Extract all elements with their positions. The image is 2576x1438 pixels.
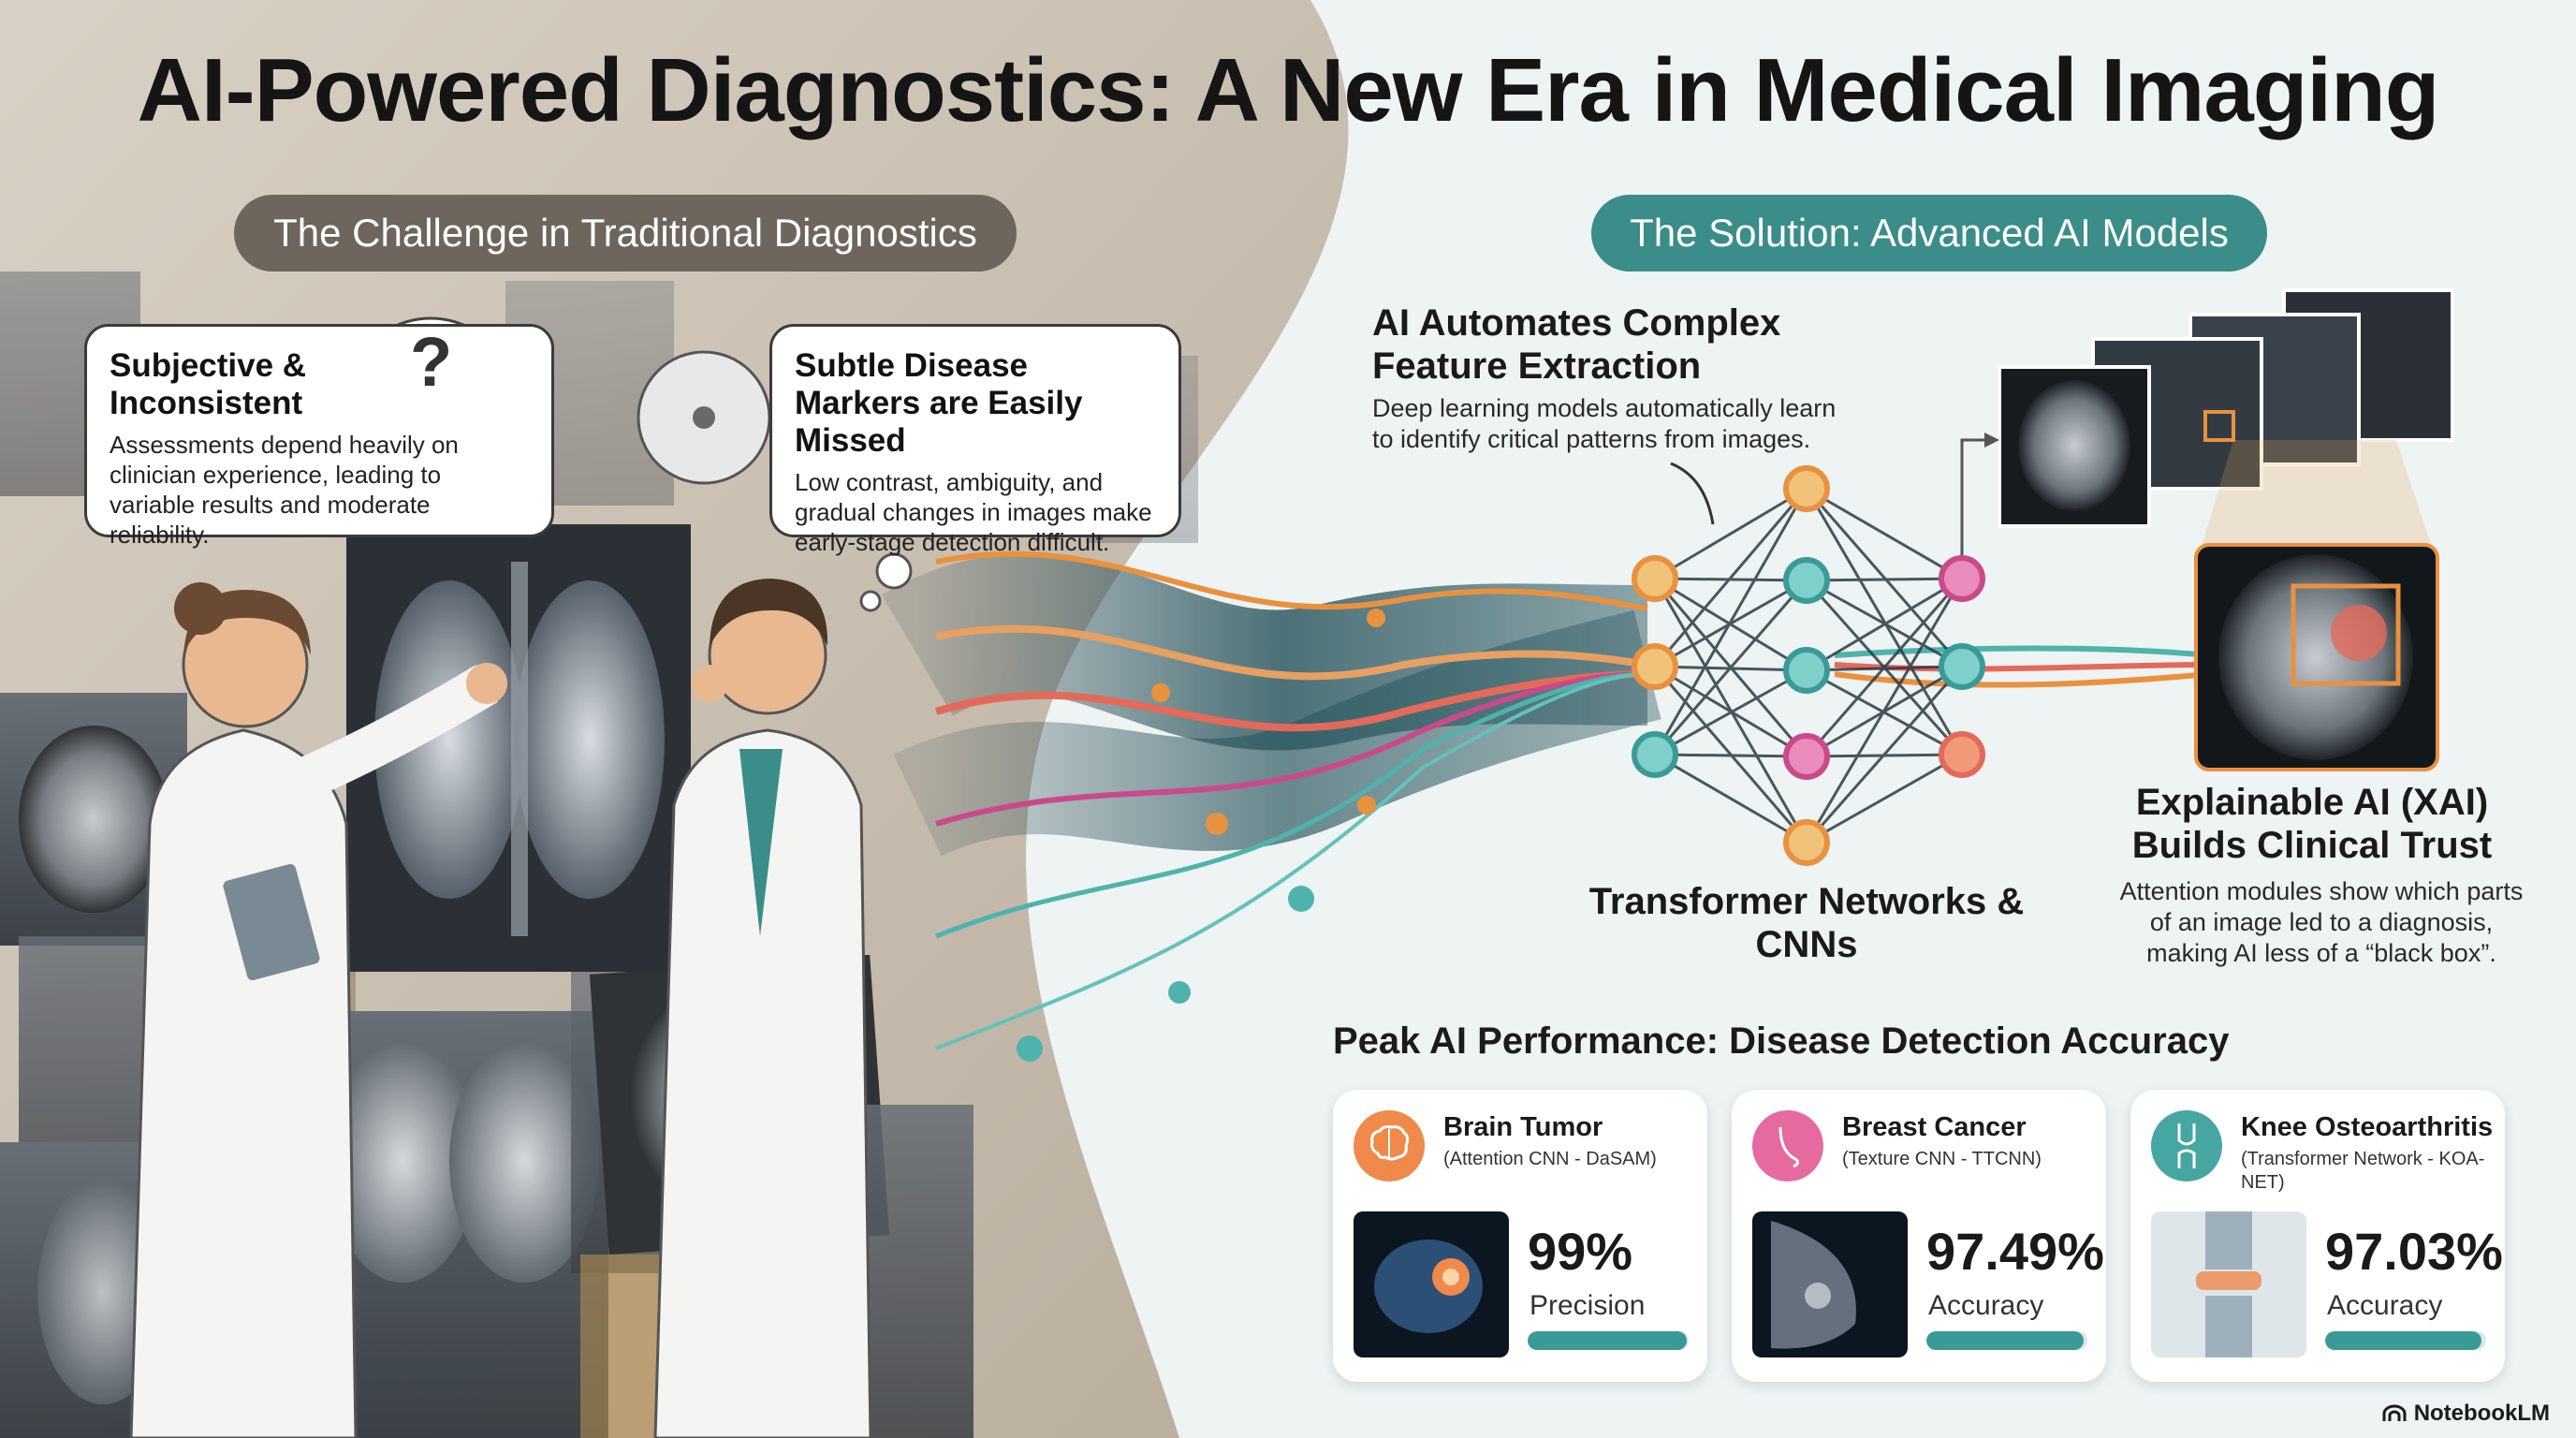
card-value: 99%	[1528, 1222, 1633, 1281]
card-model: (Attention CNN - DaSAM)	[1443, 1149, 1657, 1169]
card-brain-tumor: Brain Tumor (Attention CNN - DaSAM) 99% …	[1333, 1090, 1707, 1382]
card-progress-fill	[2325, 1331, 2481, 1350]
xai-body: Attention modules show which parts of an…	[2119, 877, 2524, 967]
performance-title: Peak AI Performance: Disease Detection A…	[1333, 1020, 2230, 1062]
knee-xray-thumbnail	[2151, 1211, 2306, 1357]
card-title: Knee Osteoarthritis	[2241, 1112, 2494, 1142]
brain-icon	[1354, 1110, 1425, 1181]
brand-name: NotebookLM	[2413, 1401, 2550, 1426]
card-metric: Accuracy	[2327, 1290, 2443, 1321]
card-value: 97.03%	[2325, 1222, 2503, 1281]
notebooklm-logo-icon	[2382, 1404, 2407, 1421]
card-progress-track	[1528, 1331, 1689, 1350]
solution-heading-pill: The Solution: Advanced AI Models	[1591, 195, 2267, 271]
neural-network-nodes	[1632, 465, 1985, 866]
challenge-heading-pill: The Challenge in Traditional Diagnostics	[234, 195, 1017, 271]
card-title: Breast Cancer	[1842, 1112, 2027, 1142]
card-model: (Transformer Network - KOA-NET)	[2241, 1149, 2485, 1193]
card-progress-track	[1926, 1331, 2087, 1350]
doctor-female-illustration	[129, 582, 507, 1438]
card-metric: Precision	[1530, 1290, 1646, 1321]
card-value: 97.49%	[1926, 1222, 2104, 1281]
bubble-body: Low contrast, ambiguity, and gradual cha…	[795, 468, 1152, 556]
network-label: Transformer Networks & CNNs	[1588, 881, 2025, 965]
automates-body: Deep learning models automatically learn…	[1372, 394, 1837, 453]
xai-title: Explainable AI (XAI) Builds Clinical Tru…	[2131, 782, 2493, 866]
breast-icon	[1752, 1110, 1823, 1181]
question-mark-icon: ?	[410, 323, 453, 401]
knee-icon	[2151, 1110, 2222, 1181]
data-stream	[882, 550, 2210, 1050]
neural-network-edges	[1653, 487, 1964, 844]
card-metric: Accuracy	[1928, 1290, 2044, 1321]
page-title: AI-Powered Diagnostics: A New Era in Med…	[137, 40, 2440, 140]
card-progress-fill	[1926, 1331, 2084, 1350]
brain-scan-thumbnail	[1354, 1211, 1509, 1357]
bubble-title: Subjective & Inconsistent	[110, 347, 307, 421]
doctor-male-illustration	[653, 579, 872, 1438]
automates-title: AI Automates Complex Feature Extraction	[1372, 302, 1781, 387]
card-progress-fill	[1528, 1331, 1688, 1350]
mammogram-thumbnail	[1752, 1211, 1908, 1357]
stacked-scan-images	[1998, 288, 2454, 528]
card-breast-cancer: Breast Cancer (Texture CNN - TTCNN) 97.4…	[1732, 1090, 2106, 1382]
card-title: Brain Tumor	[1443, 1112, 1603, 1142]
speech-bubble-subjective: Subjective & Inconsistent Assessments de…	[84, 324, 554, 549]
bubble-body: Assessments depend heavily on clinician …	[110, 431, 459, 549]
card-model: (Texture CNN - TTCNN)	[1842, 1149, 2042, 1169]
brand-footer: NotebookLM	[2382, 1401, 2550, 1427]
card-knee-osteoarthritis: Knee Osteoarthritis (Transformer Network…	[2130, 1090, 2505, 1382]
card-progress-track	[2325, 1331, 2486, 1350]
data-stream-dots	[1017, 609, 1385, 1062]
bubble-title: Subtle Disease Markers are Easily Missed	[795, 347, 1083, 459]
speech-bubble-subtle-markers: Subtle Disease Markers are Easily Missed…	[769, 324, 1181, 556]
